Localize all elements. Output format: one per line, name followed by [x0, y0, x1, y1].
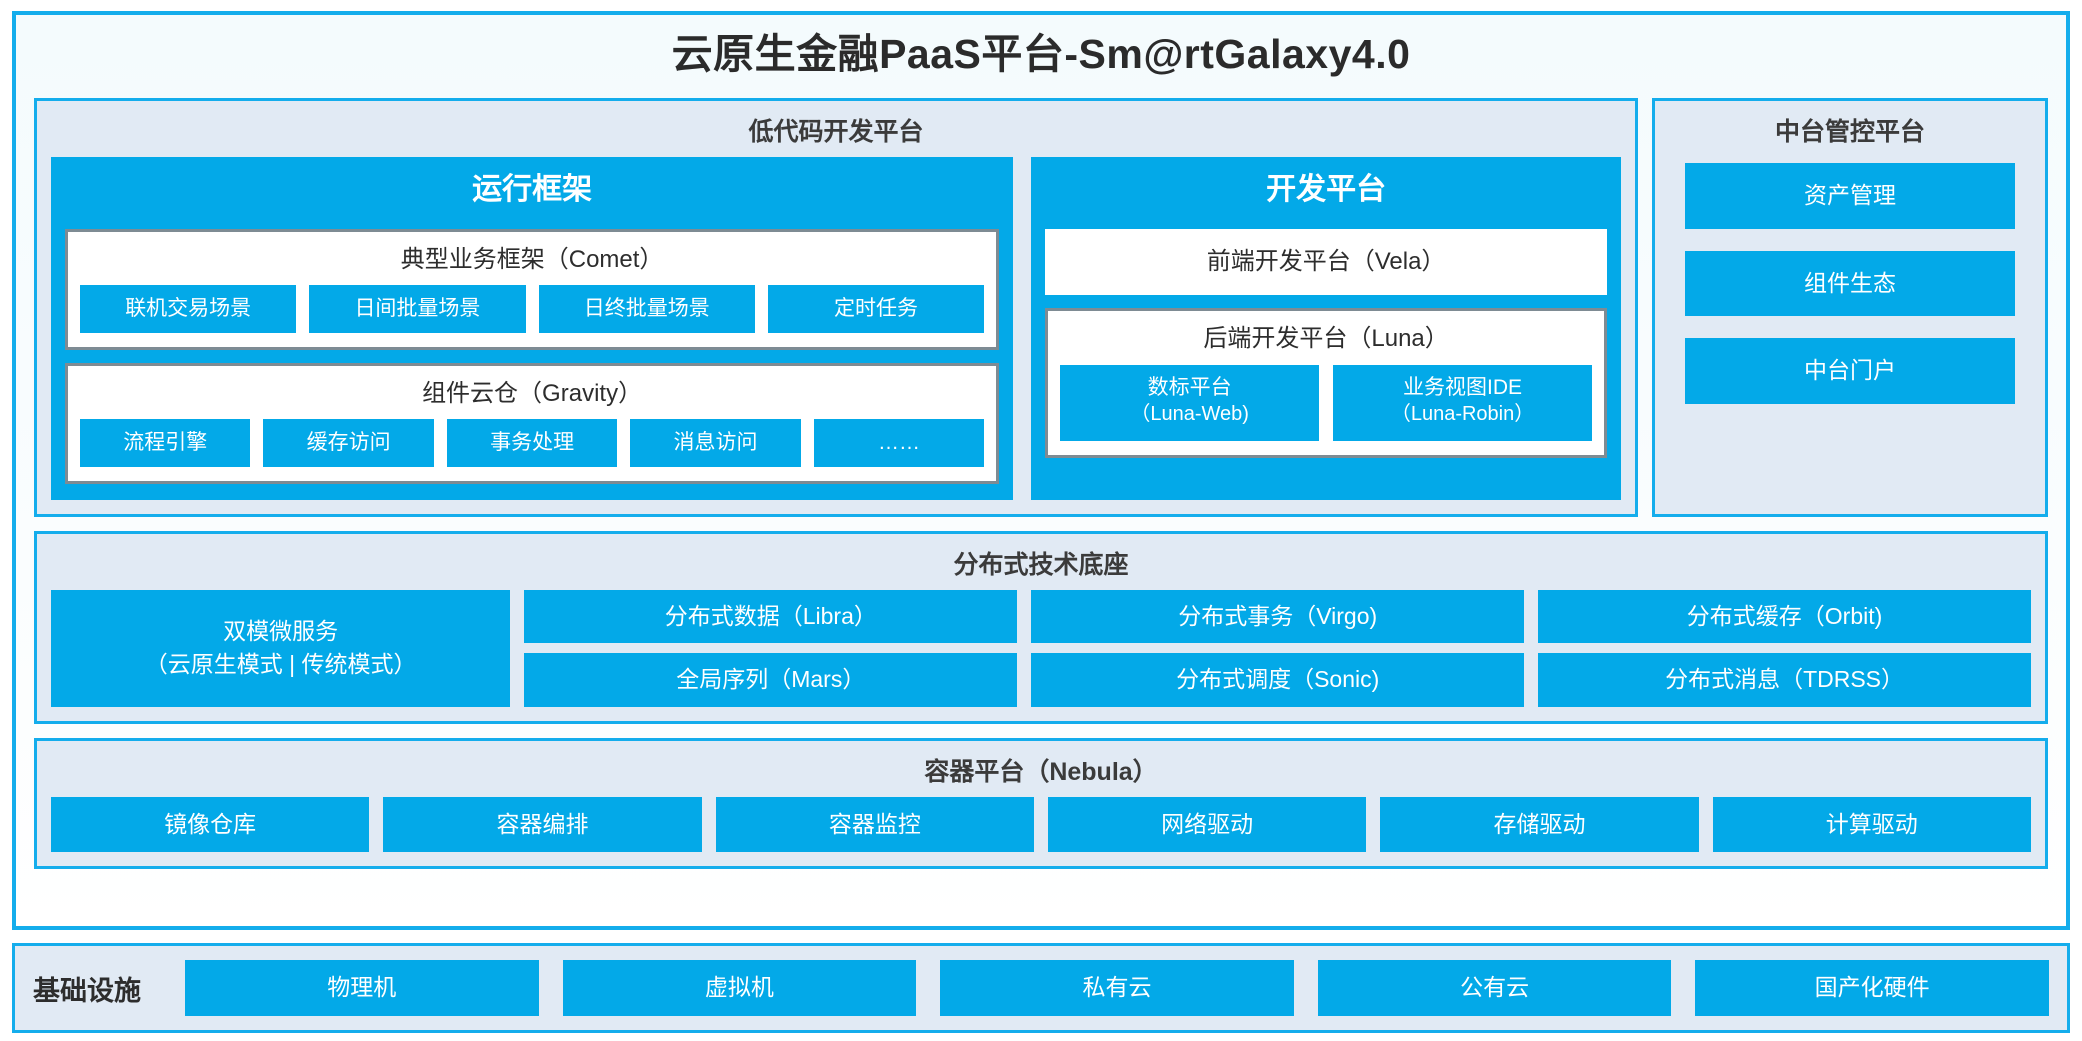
- distributed-base-section: 分布式技术底座 双模微服务 （云原生模式 | 传统模式） 分布式数据（Libra…: [34, 530, 2048, 724]
- main-panel: 云原生金融PaaS平台-Sm@rtGalaxy4.0 低代码开发平台 运行框架 …: [12, 11, 2070, 930]
- distributed-transaction-virgo[interactable]: 分布式事务（Virgo): [1031, 589, 1525, 644]
- luna-group: 后端开发平台（Luna） 数标平台 （Luna-Web) 业务视图IDE （Lu…: [1045, 308, 1607, 458]
- gravity-item-more[interactable]: ……: [813, 419, 985, 467]
- container-platform-title: 容器平台（Nebula）: [924, 757, 1158, 786]
- development-platform-title: 开发平台: [1266, 173, 1387, 207]
- container-item-orchestration[interactable]: 容器编排: [383, 796, 702, 853]
- comet-item[interactable]: 定时任务: [767, 285, 985, 333]
- gravity-item[interactable]: 缓存访问: [263, 419, 434, 467]
- comet-item[interactable]: 日间批量场景: [309, 285, 526, 333]
- container-grid: 镜像仓库 容器编排 容器监控 网络驱动 存储驱动 计算驱动: [51, 796, 2031, 853]
- distributed-base-title: 分布式技术底座: [953, 550, 1129, 579]
- infra-item-domestic-hardware[interactable]: 国产化硬件: [1695, 960, 2049, 1016]
- development-platform-card: 开发平台 前端开发平台（Vela） 后端开发平台（Luna） 数标平台 （Lun…: [1031, 157, 1621, 500]
- gravity-item[interactable]: 流程引擎: [80, 419, 251, 467]
- infra-item-physical-machine[interactable]: 物理机: [185, 960, 539, 1016]
- distributed-column-2: 分布式事务（Virgo) 分布式调度（Sonic): [1031, 589, 1525, 707]
- luna-robin-name: 业务视图IDE: [1403, 376, 1523, 400]
- infrastructure-cells: 物理机 虚拟机 私有云 公有云 国产化硬件: [185, 960, 2049, 1016]
- distributed-data-libra[interactable]: 分布式数据（Libra）: [524, 589, 1018, 644]
- gravity-chip-row: 流程引擎 缓存访问 事务处理 消息访问 ……: [80, 419, 985, 467]
- comet-group: 典型业务框架（Comet） 联机交易场景 日间批量场景 日终批量场景 定时任务: [65, 228, 1000, 350]
- distributed-column-3: 分布式缓存（Orbit) 分布式消息（TDRSS）: [1538, 589, 2031, 707]
- midplatform-section: 中台管控平台 资产管理 组件生态 中台门户: [1652, 98, 2048, 517]
- comet-item[interactable]: 日终批量场景: [538, 285, 755, 333]
- infra-item-private-cloud[interactable]: 私有云: [940, 960, 1294, 1016]
- lowcode-platform-title: 低代码开发平台: [748, 118, 924, 147]
- runtime-framework-title: 运行框架: [472, 173, 593, 207]
- microservice-column: 双模微服务 （云原生模式 | 传统模式）: [51, 589, 511, 707]
- container-item-network-driver[interactable]: 网络驱动: [1047, 796, 1367, 853]
- distributed-cache-orbit[interactable]: 分布式缓存（Orbit): [1538, 589, 2031, 644]
- gravity-item[interactable]: 消息访问: [630, 419, 801, 467]
- luna-chip-row: 数标平台 （Luna-Web) 业务视图IDE （Luna-Robin）: [1060, 365, 1592, 441]
- dual-mode-microservice[interactable]: 双模微服务 （云原生模式 | 传统模式）: [51, 589, 511, 707]
- luna-web-item[interactable]: 数标平台 （Luna-Web): [1060, 365, 1320, 441]
- infrastructure-section: 基础设施 物理机 虚拟机 私有云 公有云 国产化硬件: [12, 943, 2070, 1033]
- top-row: 低代码开发平台 运行框架 典型业务框架（Comet） 联机交易场景 日间批量场景…: [34, 98, 2048, 517]
- container-item-monitoring[interactable]: 容器监控: [715, 796, 1034, 853]
- luna-robin-item[interactable]: 业务视图IDE （Luna-Robin）: [1333, 365, 1592, 441]
- distributed-message-tdrss[interactable]: 分布式消息（TDRSS）: [1538, 653, 2031, 707]
- luna-web-code: （Luna-Web): [1130, 403, 1249, 426]
- runtime-framework-card: 运行框架 典型业务框架（Comet） 联机交易场景 日间批量场景 日终批量场景 …: [51, 157, 1014, 500]
- distributed-scheduling-sonic[interactable]: 分布式调度（Sonic): [1031, 653, 1525, 707]
- container-platform-section: 容器平台（Nebula） 镜像仓库 容器编排 容器监控 网络驱动 存储驱动 计算…: [34, 737, 2048, 870]
- gravity-title: 组件云仓（Gravity）: [422, 379, 643, 407]
- infrastructure-label: 基础设施: [33, 975, 141, 1006]
- lowcode-platform-section: 低代码开发平台 运行框架 典型业务框架（Comet） 联机交易场景 日间批量场景…: [34, 98, 1638, 517]
- comet-item[interactable]: 联机交易场景: [80, 285, 297, 333]
- infra-item-public-cloud[interactable]: 公有云: [1317, 960, 1672, 1016]
- midplatform-list: 资产管理 组件生态 中台门户: [1669, 157, 2031, 412]
- luna-title: 后端开发平台（Luna）: [1203, 325, 1449, 353]
- luna-web-name: 数标平台: [1147, 376, 1232, 400]
- container-item-image-repo[interactable]: 镜像仓库: [51, 796, 370, 853]
- comet-title: 典型业务框架（Comet）: [400, 245, 664, 273]
- page-title: 云原生金融PaaS平台-Sm@rtGalaxy4.0: [671, 31, 1411, 77]
- distributed-column-1: 分布式数据（Libra） 全局序列（Mars）: [524, 589, 1018, 707]
- midplatform-item-asset[interactable]: 资产管理: [1685, 163, 2015, 229]
- luna-robin-code: （Luna-Robin）: [1390, 403, 1535, 426]
- comet-chip-row: 联机交易场景 日间批量场景 日终批量场景 定时任务: [80, 285, 985, 333]
- global-sequence-mars[interactable]: 全局序列（Mars）: [524, 653, 1018, 707]
- midplatform-item-portal[interactable]: 中台门户: [1685, 338, 2015, 404]
- infra-item-virtual-machine[interactable]: 虚拟机: [562, 960, 917, 1016]
- distributed-grid: 双模微服务 （云原生模式 | 传统模式） 分布式数据（Libra） 全局序列（M…: [51, 589, 2031, 707]
- microservice-line1: 双模微服务: [223, 617, 339, 644]
- microservice-line2: （云原生模式 | 传统模式）: [144, 651, 417, 678]
- vela-frontend-platform[interactable]: 前端开发平台（Vela）: [1045, 228, 1607, 296]
- container-item-compute-driver[interactable]: 计算驱动: [1712, 796, 2031, 853]
- gravity-item[interactable]: 事务处理: [446, 419, 618, 467]
- lowcode-platform-body: 运行框架 典型业务框架（Comet） 联机交易场景 日间批量场景 日终批量场景 …: [51, 157, 1621, 500]
- midplatform-title: 中台管控平台: [1774, 118, 1925, 147]
- midplatform-item-component[interactable]: 组件生态: [1685, 250, 2015, 317]
- gravity-group: 组件云仓（Gravity） 流程引擎 缓存访问 事务处理 消息访问 ……: [65, 362, 1000, 484]
- container-item-storage-driver[interactable]: 存储驱动: [1380, 796, 1699, 853]
